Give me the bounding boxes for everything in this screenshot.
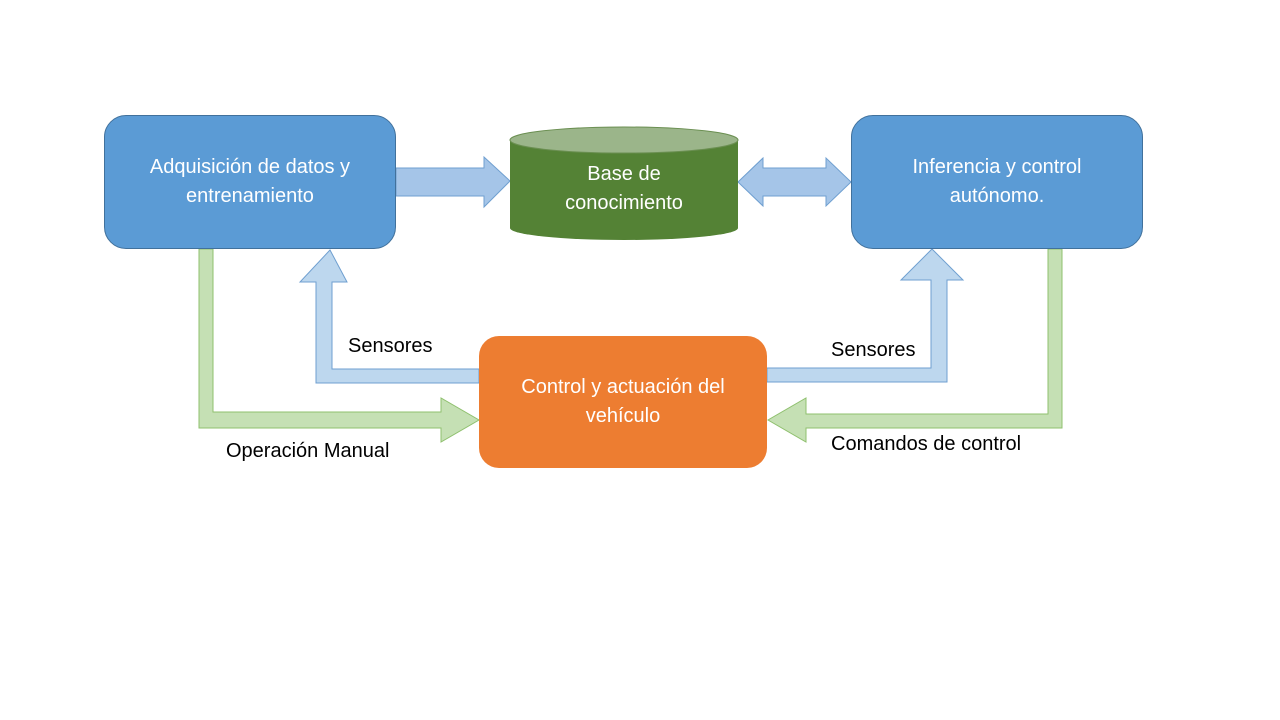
node-knowledge-base-label: Base de conocimiento: [565, 163, 683, 214]
arrow-acquisition-to-knowledge-base: [395, 155, 511, 209]
edge-label-sensors-right: Sensores: [831, 339, 916, 361]
edge-label-control-commands: Comandos de control: [831, 433, 1022, 455]
knowledge-base-cylinder: [509, 126, 739, 240]
node-vehicle-control-label: Control y actuación del vehículo: [521, 376, 725, 427]
node-vehicle-control: Control y actuación del vehículo: [479, 336, 767, 468]
arrow-sensors-to-inference: [766, 248, 965, 383]
node-inference: Inferencia y control autónomo.: [851, 115, 1143, 249]
edge-label-sensors-left: Sensores: [348, 335, 433, 357]
node-acquisition: Adquisición de datos y entrenamiento: [104, 115, 396, 249]
arrow-knowledge-base-inference-bidirectional: [737, 156, 852, 208]
edge-label-manual-operation: Operación Manual: [226, 440, 390, 462]
node-acquisition-label: Adquisición de datos y entrenamiento: [149, 156, 351, 207]
arrow-control-commands: [767, 248, 1063, 443]
arrow-sensors-to-acquisition: [298, 249, 480, 384]
node-inference-label: Inferencia y control autónomo.: [912, 156, 1082, 207]
arrow-manual-operation: [198, 248, 480, 443]
